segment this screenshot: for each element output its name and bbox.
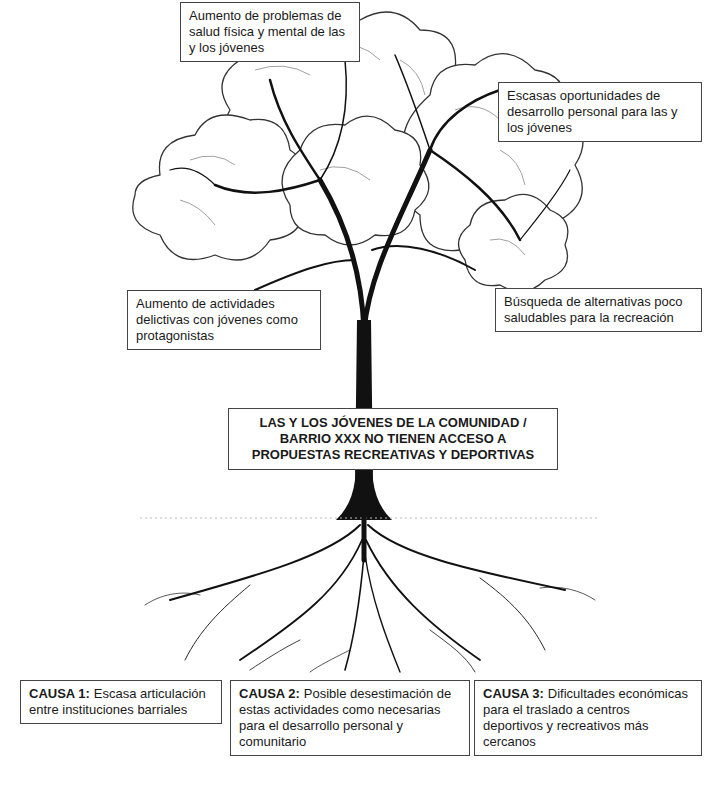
effect-box: Búsqueda de alternativas poco saludables… [495, 288, 702, 332]
effect-box: Aumento de actividades delictivas con jó… [127, 290, 321, 350]
canopy-lobe [282, 116, 429, 245]
effect-box: Aumento de problemas de salud física y m… [180, 2, 360, 62]
box-text: Aumento de problemas de salud física y m… [189, 8, 345, 55]
cause-box: CAUSA 2:Posible desestimación de estas a… [230, 680, 470, 756]
box-text: Aumento de actividades delictivas con jó… [136, 296, 298, 343]
cause-box: CAUSA 3:Dificultades económicas para el … [474, 680, 702, 756]
cause-heading: CAUSA 2: [239, 686, 300, 701]
ground-line [140, 518, 600, 519]
canopy-lobe [459, 194, 568, 291]
problem-box: LAS Y LOS JÓVENES DE LA COMUNIDAD / BARR… [228, 408, 558, 470]
box-text: LAS Y LOS JÓVENES DE LA COMUNIDAD / BARR… [252, 415, 534, 462]
cause-heading: CAUSA 1: [29, 686, 90, 701]
box-text: Búsqueda de alternativas poco saludables… [504, 294, 683, 325]
cause-heading: CAUSA 3: [483, 686, 544, 701]
box-text: Escasas oportunidades de desarrollo pers… [507, 88, 678, 135]
effect-box: Escasas oportunidades de desarrollo pers… [498, 82, 702, 142]
cause-box: CAUSA 1:Escasa articulación entre instit… [20, 680, 222, 724]
